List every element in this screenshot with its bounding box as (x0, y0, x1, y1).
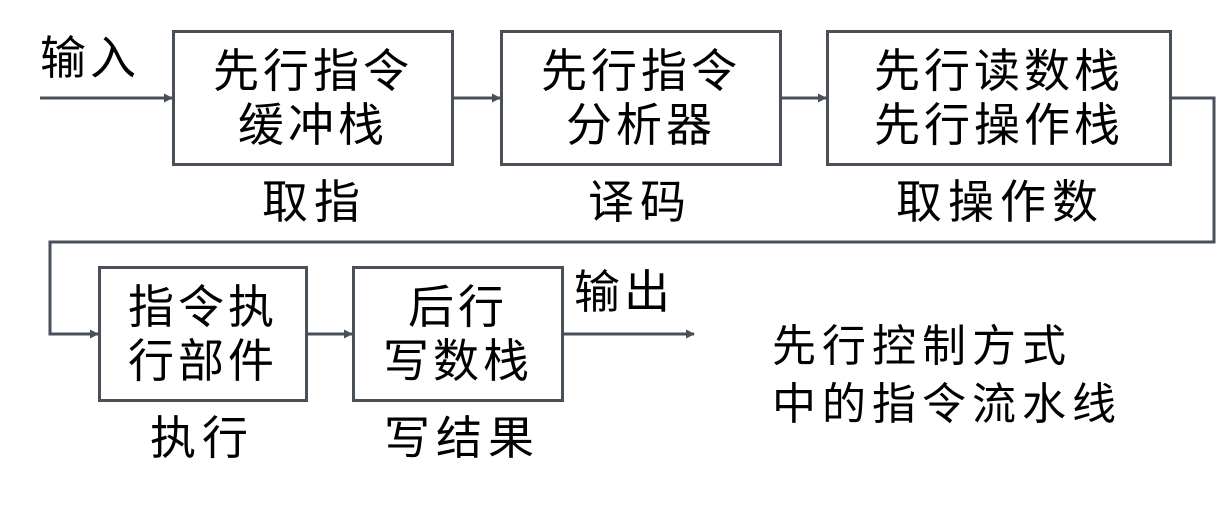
box-text-line: 先行操作栈 (874, 98, 1124, 152)
stage-box-execution-unit: 指令执 行部件 (98, 266, 308, 402)
stage-label-execute: 执行 (150, 411, 254, 465)
stage-label-fetch: 取指 (262, 175, 366, 229)
stage-label-decode: 译码 (588, 175, 692, 229)
diagram-caption: 先行控制方式 中的指令流水线 (772, 318, 1122, 434)
stage-label-operand-fetch: 取操作数 (896, 175, 1104, 229)
box-text-line: 写数栈 (383, 334, 533, 388)
stage-label-write-back: 写结果 (384, 411, 540, 465)
box-text-line: 先行读数栈 (874, 44, 1124, 98)
box-text-line: 缓冲栈 (238, 98, 388, 152)
caption-line: 中的指令流水线 (772, 379, 1122, 430)
caption-line: 先行控制方式 (772, 321, 1072, 372)
stage-box-prefetch-buffer: 先行指令 缓冲栈 (172, 30, 454, 166)
stage-box-instruction-analyzer: 先行指令 分析器 (500, 30, 782, 166)
box-text-line: 先行指令 (541, 44, 741, 98)
box-text-line: 指令执 (128, 280, 278, 334)
wrap-connector (48, 96, 1216, 339)
box-text-line: 先行指令 (213, 44, 413, 98)
input-label: 输入 (40, 31, 140, 85)
stage-box-write-stack: 后行 写数栈 (352, 266, 564, 402)
box-text-line: 后行 (408, 280, 508, 334)
stage-box-operand-stacks: 先行读数栈 先行操作栈 (826, 30, 1172, 166)
output-label: 输出 (574, 265, 674, 319)
box-text-line: 分析器 (566, 98, 716, 152)
box-text-line: 行部件 (128, 334, 278, 388)
